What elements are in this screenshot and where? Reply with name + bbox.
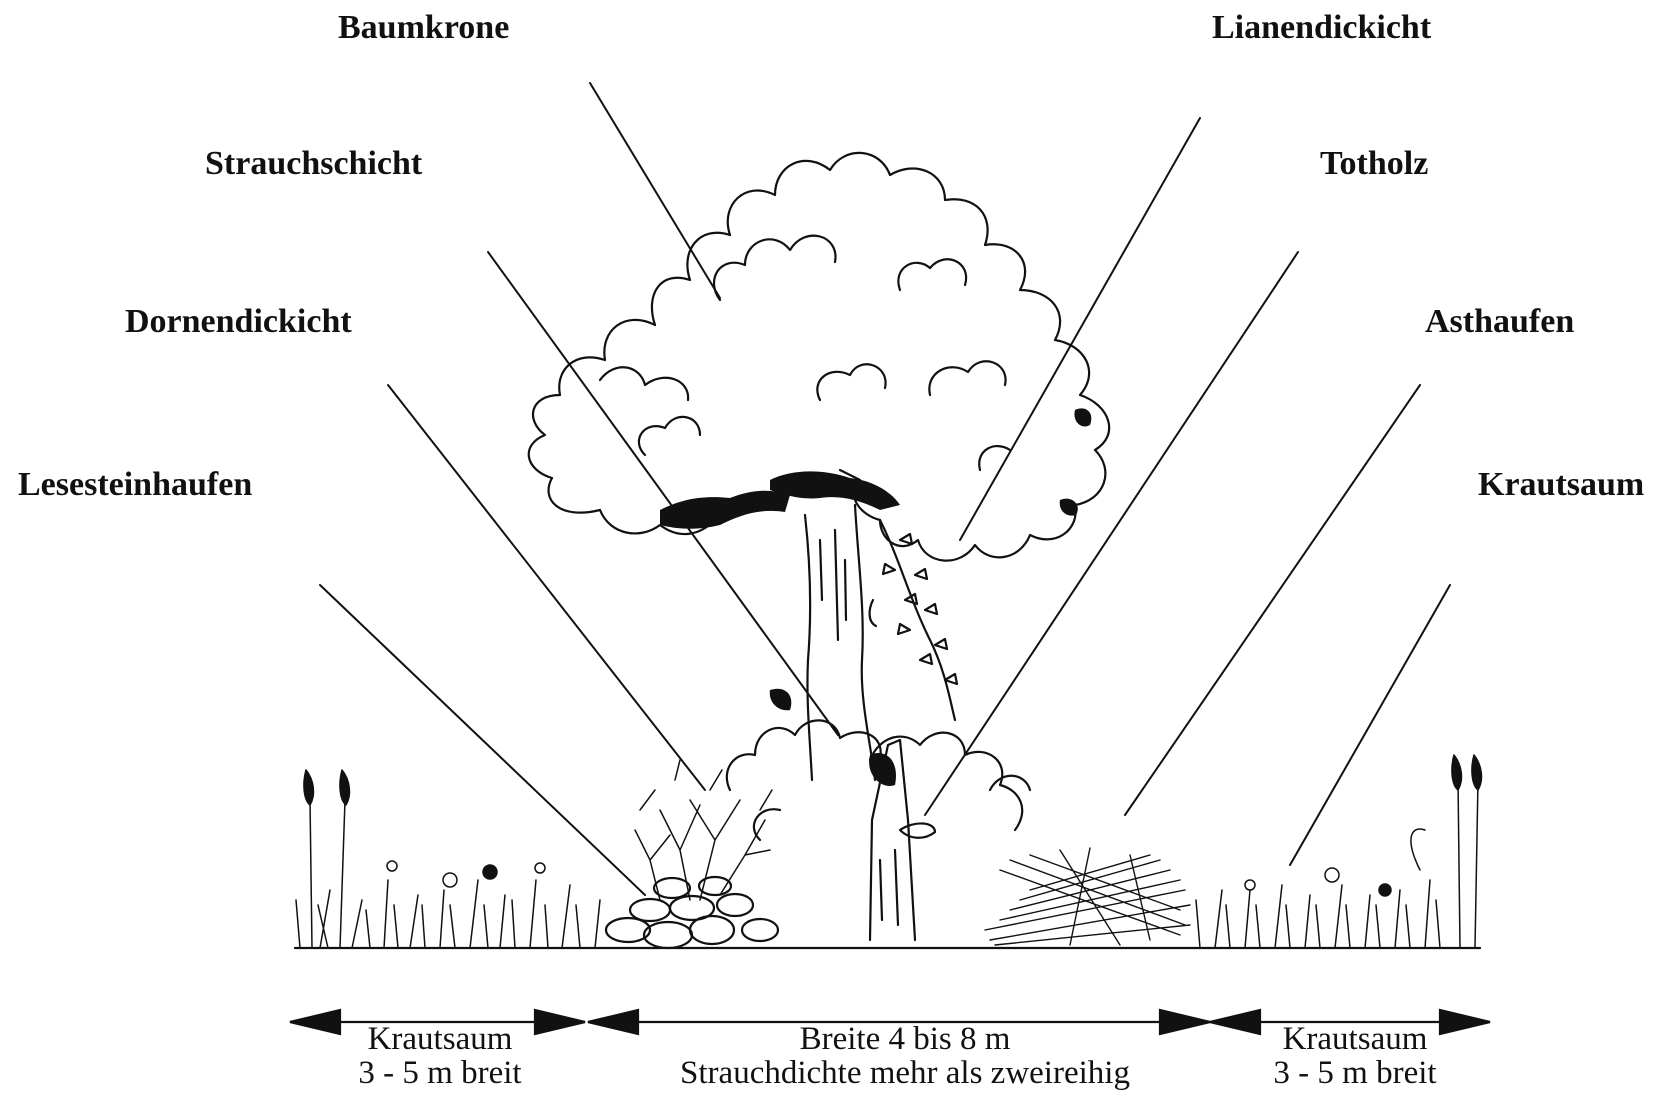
leader-krautsaum — [1290, 585, 1450, 865]
leader-baumkrone — [590, 83, 720, 298]
herb-fringe-right — [1196, 755, 1481, 948]
dimension-left-line2: 3 - 5 m breit — [290, 1056, 590, 1090]
leader-lianendickicht — [960, 118, 1200, 540]
leader-dornendickicht — [388, 385, 705, 790]
label-lesesteinhaufen: Lesesteinhaufen — [18, 465, 252, 505]
leader-lesesteinhaufen — [320, 585, 645, 895]
brush-pile — [985, 848, 1190, 945]
label-totholz: Totholz — [1320, 144, 1428, 184]
dimension-left-label: Krautsaum 3 - 5 m breit — [290, 1022, 590, 1090]
label-asthaufen: Asthaufen — [1425, 302, 1574, 342]
leader-asthaufen — [1125, 385, 1420, 815]
label-dornendickicht: Dornendickicht — [125, 302, 352, 342]
label-lianendickicht: Lianendickicht — [1212, 8, 1431, 48]
label-baumkrone: Baumkrone — [338, 8, 509, 48]
crown-shadows — [660, 408, 1091, 786]
dimension-right-label: Krautsaum 3 - 5 m breit — [1220, 1022, 1490, 1090]
tree-crown — [529, 153, 1109, 561]
dimension-center-line1: Breite 4 bis 8 m — [630, 1022, 1180, 1056]
stone-pile — [606, 877, 778, 948]
dimension-right-line1: Krautsaum — [1220, 1022, 1490, 1056]
dimension-left-line1: Krautsaum — [290, 1022, 590, 1056]
leader-totholz — [925, 252, 1298, 815]
herb-fringe-left — [296, 770, 600, 948]
label-krautsaum: Krautsaum — [1478, 465, 1644, 505]
dimension-center-label: Breite 4 bis 8 m Strauchdichte mehr als … — [630, 1022, 1180, 1090]
dimension-right-line2: 3 - 5 m breit — [1220, 1056, 1490, 1090]
label-strauchschicht: Strauchschicht — [205, 144, 422, 184]
ivy-vines — [880, 520, 957, 720]
dimension-center-line2: Strauchdichte mehr als zweireihig — [630, 1056, 1180, 1090]
